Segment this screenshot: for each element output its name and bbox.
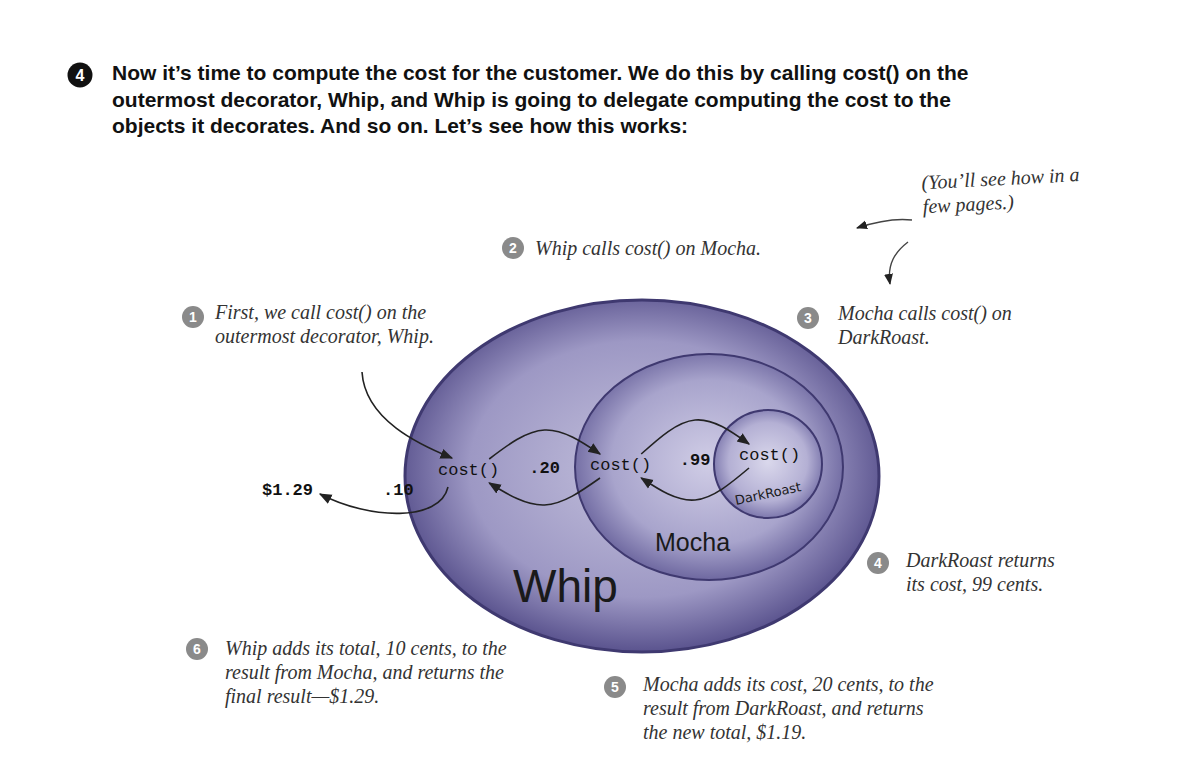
label-wrap: 4 xyxy=(68,63,93,88)
annotation: First, we call cost() on the outermost d… xyxy=(215,300,470,348)
callout-number: 4 xyxy=(867,552,889,574)
annotation: Mocha calls cost() on DarkRoast. xyxy=(838,301,1063,349)
annotation: DarkRoast returns its cost, 99 cents. xyxy=(906,548,1078,596)
label-wrap: 5 xyxy=(604,676,626,698)
heading: Now it’s time to compute the cost for th… xyxy=(112,60,992,140)
label-wrap: DarkRoast returns its cost, 99 cents. xyxy=(906,548,1078,596)
annotation: Whip adds its total, 10 cents, to the re… xyxy=(225,636,515,708)
callout-number: 6 xyxy=(186,638,208,660)
outer-decorator: cost() Whip cost() Mocha cost()DarkRoast xyxy=(403,298,881,654)
callout-number: 5 xyxy=(604,676,626,698)
text-wrap: cost() xyxy=(438,461,499,481)
leader-arrow xyxy=(889,242,908,284)
label-wrap: 6 xyxy=(186,638,208,660)
heading-wrap: Now it’s time to compute the cost for th… xyxy=(112,60,992,140)
label-wrap: 4 xyxy=(867,552,889,574)
annotation: Whip calls cost() on Mocha. xyxy=(535,236,855,260)
text-wrap: cost() xyxy=(590,456,651,476)
ellipse-outline xyxy=(575,354,843,580)
method-call: cost() xyxy=(438,461,499,481)
label-wrap: .10 xyxy=(383,481,414,501)
label-wrap: 3 xyxy=(797,307,819,329)
label-wrap: (You’ll see how in a few pages.) xyxy=(921,162,1088,219)
return-value: .99 xyxy=(680,451,711,471)
return-value: .20 xyxy=(529,459,560,479)
object-name: Whip xyxy=(513,562,618,610)
price-label: $1.29 xyxy=(262,481,313,501)
label-wrap: Mocha adds its cost, 20 cents, to the re… xyxy=(643,672,935,744)
callout-number: 2 xyxy=(502,237,524,259)
callout-number: 4 xyxy=(68,63,93,88)
text-wrap: Mocha xyxy=(655,528,730,556)
label-wrap: Whip calls cost() on Mocha. xyxy=(535,236,855,260)
annotation: (You’ll see how in a few pages.) xyxy=(921,162,1088,219)
text-wrap: Whip xyxy=(513,562,618,610)
label-wrap: First, we call cost() on the outermost d… xyxy=(215,300,470,348)
edge-label-wrap: .99 xyxy=(680,451,711,471)
label-wrap: Mocha calls cost() on DarkRoast. xyxy=(838,301,1063,349)
method-call: cost() xyxy=(739,446,800,466)
text-wrap: cost() xyxy=(739,446,800,466)
label-wrap: 1 xyxy=(182,306,204,328)
callout-number: 3 xyxy=(797,307,819,329)
ellipse-outline xyxy=(714,410,822,518)
annotation: Mocha adds its cost, 20 cents, to the re… xyxy=(643,672,935,744)
nested-object: cost()DarkRoast xyxy=(712,408,824,520)
callout-number: 1 xyxy=(182,306,204,328)
label-wrap: 2 xyxy=(502,237,524,259)
leader-arrow xyxy=(857,219,912,228)
ellipse-outline xyxy=(405,300,879,652)
object-name: Mocha xyxy=(655,528,730,556)
label-wrap: Whip adds its total, 10 cents, to the re… xyxy=(225,636,515,708)
method-call: cost() xyxy=(590,456,651,476)
label-wrap: $1.29 xyxy=(262,481,313,501)
price-label: .10 xyxy=(383,481,414,501)
edge-label-wrap: .20 xyxy=(529,459,560,479)
